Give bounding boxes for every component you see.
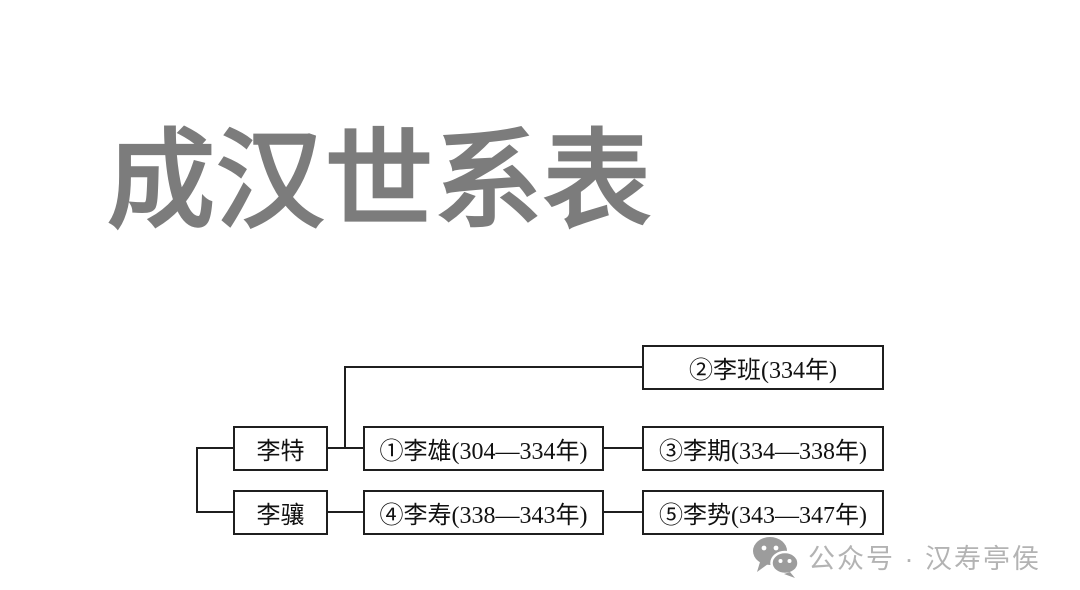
- node-li-te: 李特: [233, 426, 328, 471]
- node-li-shou: ④李寿(338—343年): [363, 490, 604, 535]
- wechat-icon: [753, 537, 799, 578]
- watermark-text: 公众号 · 汉寿亭侯: [808, 543, 1041, 574]
- node-li-xiang: 李骧: [233, 490, 328, 535]
- node-li-xiong: ①李雄(304—334年): [363, 426, 604, 471]
- page-title: 成汉世系表: [107, 120, 653, 241]
- node-li-ban: ②李班(334年): [642, 345, 884, 390]
- watermark: 公众号 · 汉寿亭侯: [751, 533, 1041, 579]
- node-li-qi: ③李期(334—338年): [642, 426, 884, 471]
- node-li-shi: ⑤李势(343—347年): [642, 490, 884, 535]
